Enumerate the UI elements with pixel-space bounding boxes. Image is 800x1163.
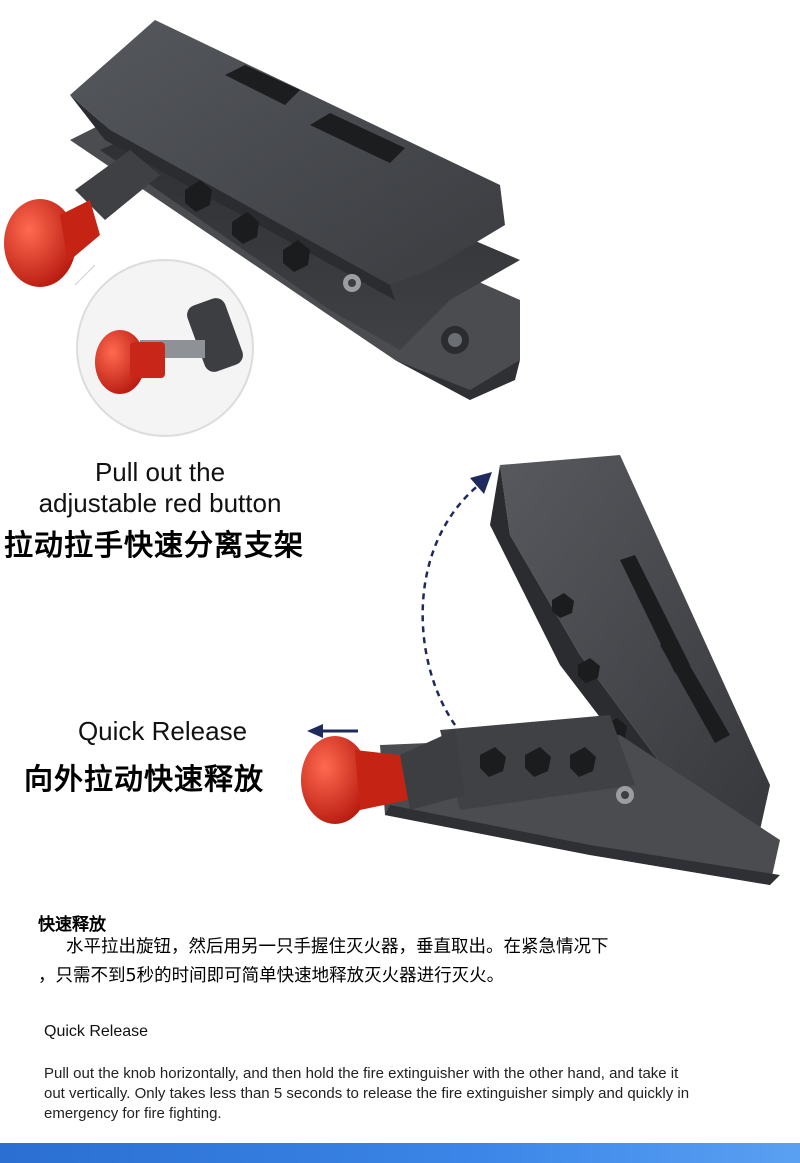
section-title-zh: 快速释放 [38,915,106,935]
top-caption-zh: 拉动拉手快速分离支架 [4,528,305,562]
paragraph-en-line3: emergency for fire fighting. [44,1105,222,1122]
lift-arrow-icon [421,472,492,726]
paragraph-zh-line1: 水平拉出旋钮，然后用另一只手握住灭火器，垂直取出。在紧急情况下 [66,937,609,957]
top-caption-en-line2: adjustable red button [38,488,282,518]
bracket-open-illustration [301,455,780,885]
paragraph-en-line1: Pull out the knob horizontally, and then… [44,1065,679,1082]
paragraph-en-line2: out vertically. Only takes less than 5 s… [44,1085,690,1102]
bottom-caption-zh: 向外拉动快速释放 [24,762,265,796]
section-paragraph-zh: 水平拉出旋钮，然后用另一只手握住灭火器，垂直取出。在紧急情况下 ，只需不到5秒的… [38,933,768,991]
bottom-caption-en: Quick Release [77,716,248,746]
section-title-en: Quick Release [44,1023,149,1040]
bottom-color-bar [0,1143,800,1163]
top-caption-en-line1: Pull out the [94,457,226,487]
pull-arrow-icon [307,724,358,738]
paragraph-zh-line2: ，只需不到5秒的时间即可简单快速地释放灭火器进行灭火。 [38,966,505,986]
section-paragraph-en: Pull out the knob horizontally, and then… [44,1064,774,1124]
top-caption-en: Pull out the adjustable red button [0,457,320,519]
bracket-closed-illustration [4,20,520,437]
